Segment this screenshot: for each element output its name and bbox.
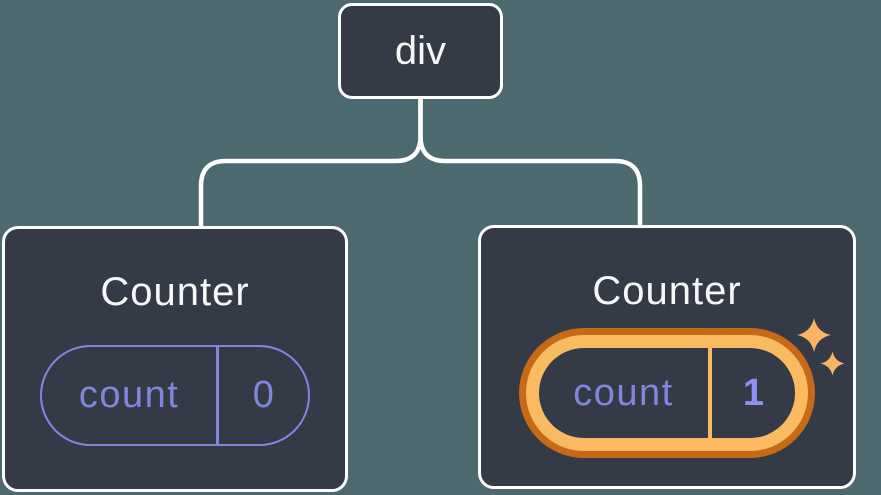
counter-node-right: Counter count 1	[478, 225, 856, 489]
state-pill: count 1	[539, 348, 795, 438]
state-key-label: count	[573, 371, 674, 414]
state-key-label: count	[78, 374, 180, 416]
sparkle-small-icon	[820, 351, 845, 376]
connector-right-branch	[418, 98, 643, 228]
connector-left-branch	[198, 98, 423, 228]
state-pill-divider	[216, 347, 219, 444]
state-value: 0	[252, 374, 274, 416]
counter-title: Counter	[592, 269, 742, 313]
root-node-div: div	[338, 3, 503, 99]
state-value: 1	[742, 371, 765, 414]
root-node-label: div	[394, 28, 447, 73]
counter-node-left: Counter count 0	[2, 226, 348, 492]
state-pill-highlight-ring: count 1	[519, 328, 815, 458]
state-pill-divider	[707, 348, 712, 438]
sparkle-large-icon	[797, 318, 831, 352]
state-pill: count 0	[40, 345, 310, 446]
counter-title: Counter	[100, 270, 250, 314]
